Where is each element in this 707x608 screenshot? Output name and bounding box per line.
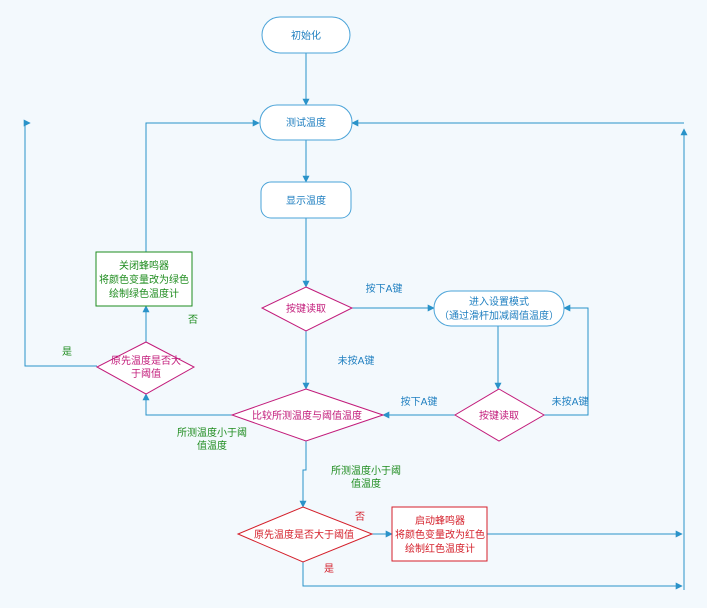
- node-start-buzzer-line3: 绘制红色温度计: [405, 542, 475, 555]
- label-not-press-a-1: 未按A键: [338, 354, 375, 367]
- node-close-buzzer-line3: 绘制绿色温度计: [109, 287, 179, 300]
- label-yes-2: 是: [324, 563, 334, 575]
- label-no-1: 否: [188, 314, 198, 326]
- node-close-buzzer-line2: 将颜色变量改为绿色: [99, 273, 189, 286]
- connectors: [23, 53, 688, 590]
- arrow-key2-loop-to-setup: [544, 304, 589, 416]
- edge-labels: 按下A键 未按A键 按下A键 未按A键 所测温度小于阈 值温度 所测温度小于阈 …: [62, 282, 588, 575]
- node-measure-text: 测试温度: [286, 116, 326, 129]
- node-init: 初始化: [261, 16, 351, 54]
- node-compare: 比较所测温度与阈值温度: [230, 388, 385, 442]
- arrow-compare-to-decision2: [299, 441, 307, 508]
- arrow-decision2-yes-bottom: [302, 562, 683, 590]
- node-decision-was-below-text: 原先温度是否大于阈值: [254, 528, 354, 541]
- label-not-press-a-2: 未按A键: [552, 395, 589, 408]
- node-read-key-1: 按键读取: [260, 286, 354, 332]
- node-start-buzzer: 启动蜂鸣器 将颜色变量改为红色 绘制红色温度计: [391, 506, 488, 562]
- label-lower-2-line2: 值温度: [351, 477, 381, 490]
- node-measure: 测试温度: [259, 104, 353, 141]
- node-display: 显示温度: [260, 181, 352, 219]
- node-decision-was-above-line1: 原先温度是否大: [111, 354, 181, 367]
- node-start-buzzer-line1: 启动蜂鸣器: [415, 514, 465, 527]
- arrow-decision1-yes-to-top: [23, 119, 97, 367]
- label-yes-1: 是: [62, 346, 72, 358]
- node-read-key-2: 按键读取: [454, 388, 545, 442]
- node-decision-was-above-line2: 于阈值: [131, 367, 161, 380]
- arrow-compare-to-decision1: [142, 393, 232, 416]
- node-start-buzzer-line2: 将颜色变量改为红色: [395, 528, 485, 541]
- label-lower-1-line1: 所测温度小于阈: [177, 426, 247, 439]
- node-read-key-1-text: 按键读取: [286, 302, 326, 315]
- node-setup-mode-line1: 进入设置模式: [469, 295, 529, 308]
- node-display-text: 显示温度: [286, 194, 326, 207]
- label-press-a-2: 按下A键: [401, 395, 438, 408]
- node-compare-text: 比较所测温度与阈值温度: [252, 409, 362, 422]
- node-read-key-2-text: 按键读取: [479, 409, 519, 422]
- label-lower-1-line2: 值温度: [197, 439, 227, 452]
- node-setup-mode: 进入设置模式 （通过滑杆加减阈值温度）: [433, 290, 565, 327]
- node-init-text: 初始化: [291, 29, 321, 42]
- arrow-close-to-measure: [145, 119, 260, 252]
- node-decision-was-above: 原先温度是否大 于阈值: [95, 341, 196, 395]
- node-decision-was-below: 原先温度是否大于阈值: [236, 506, 374, 563]
- node-setup-mode-line2: （通过滑杆加减阈值温度）: [439, 309, 559, 322]
- node-close-buzzer-line1: 关闭蜂鸣器: [119, 259, 169, 272]
- label-press-a-1: 按下A键: [366, 282, 403, 295]
- node-close-buzzer: 关闭蜂鸣器 将颜色变量改为绿色 绘制绿色温度计: [95, 251, 193, 307]
- label-lower-2-line1: 所测温度小于阈: [331, 464, 401, 477]
- label-no-2: 否: [355, 511, 365, 523]
